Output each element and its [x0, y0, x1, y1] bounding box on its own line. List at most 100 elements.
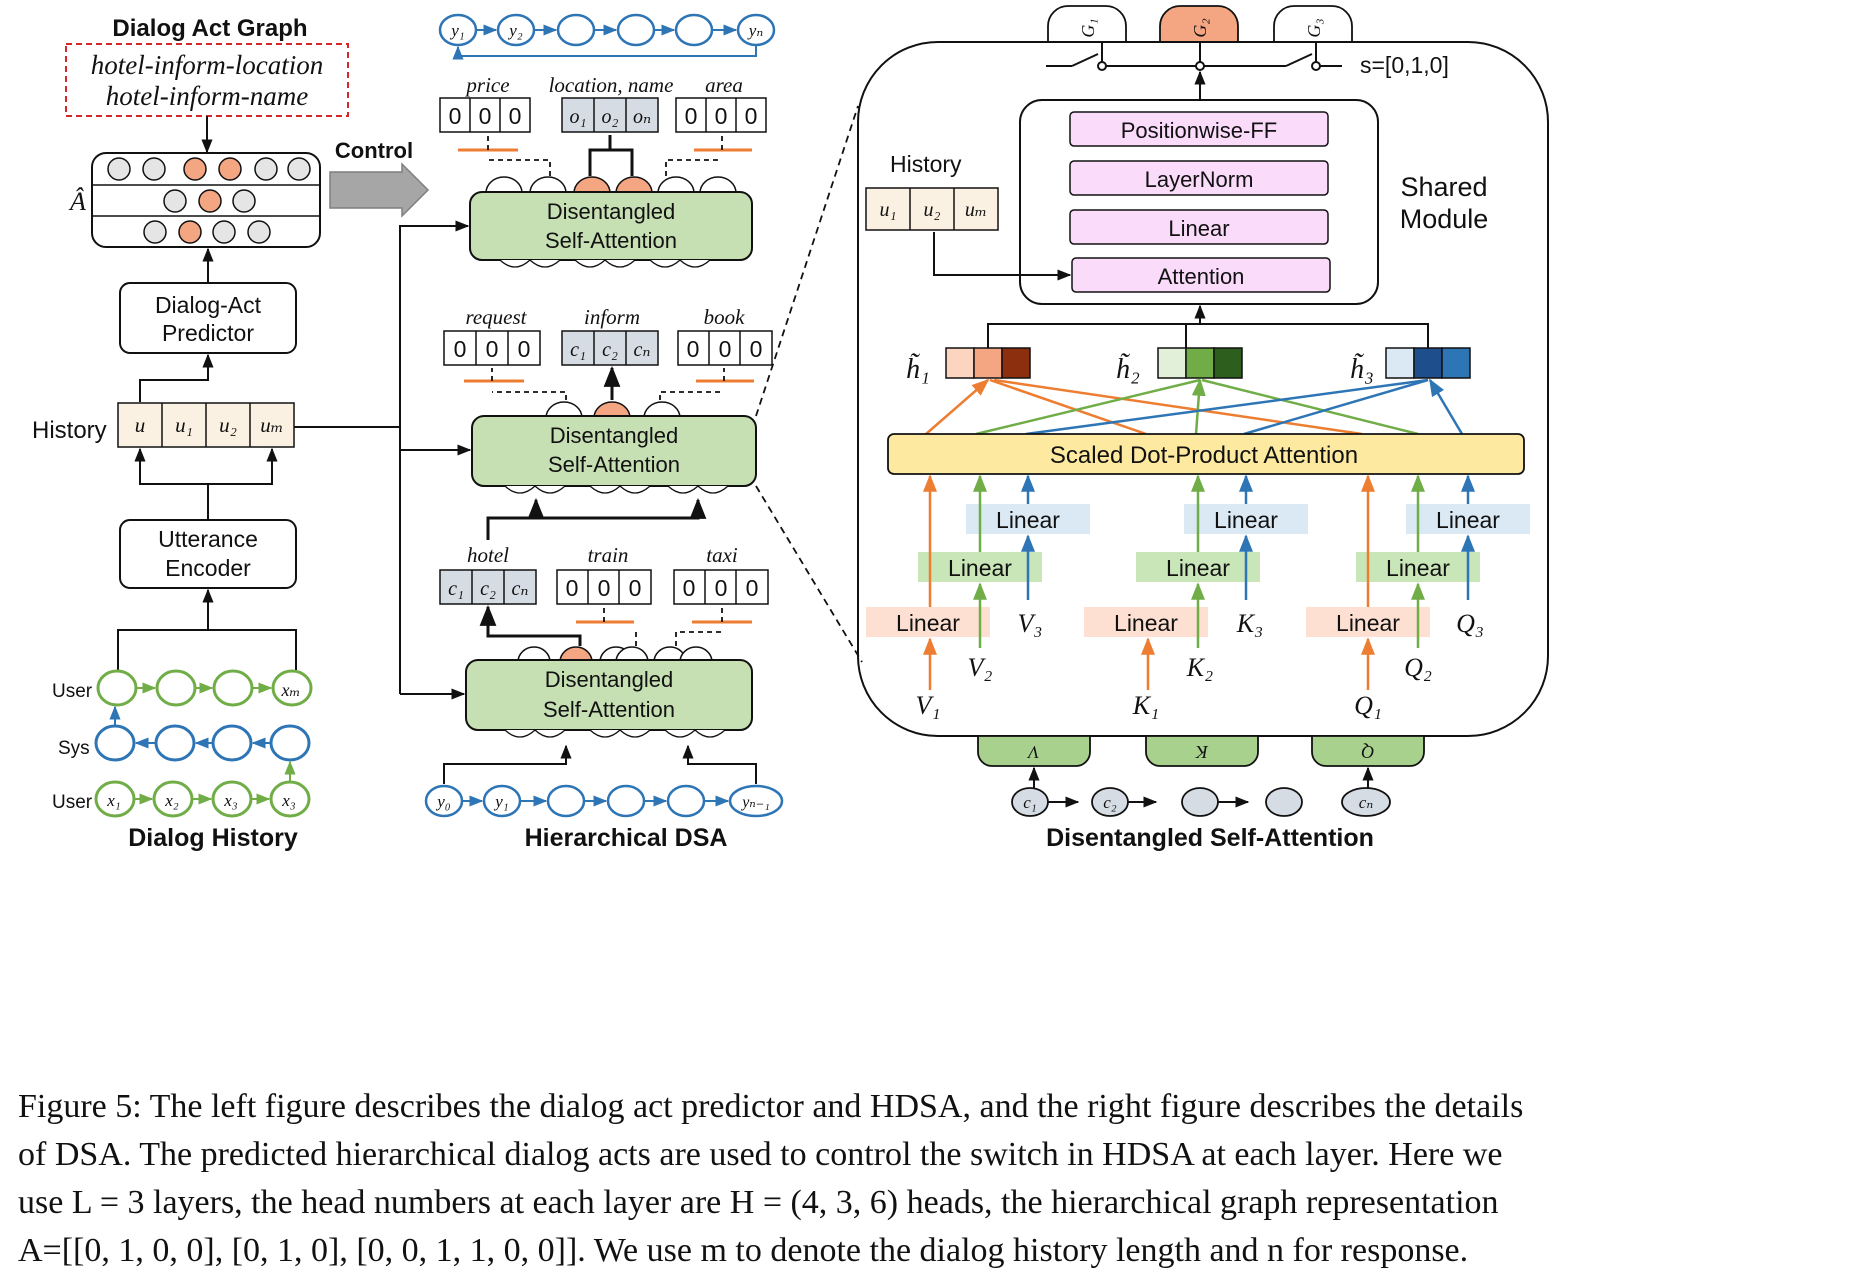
var-k3: K₃	[1236, 609, 1263, 638]
context-cn: cₙ	[1359, 793, 1374, 812]
l1-train-0: 0	[566, 575, 579, 601]
l1-train-2: 0	[629, 575, 642, 601]
l2-inf-1: c₂	[602, 339, 618, 361]
figure-diagram: Dialog Act Graph hotel-inform-location h…	[32, 5, 1549, 852]
a-hat-row-3	[143, 220, 271, 244]
linear-q3: Linear	[1436, 507, 1500, 533]
user-bottom-x1: x₁	[106, 791, 120, 810]
control-label: Control	[335, 138, 413, 163]
middle-panel: y₁ y₂ yₙ price location, name area 0 0 0…	[424, 13, 784, 852]
l2-cells	[443, 330, 773, 366]
h-tilde-1: h̃₁	[906, 353, 930, 385]
user-bottom-x2: x₂	[164, 791, 179, 810]
user-top-row	[96, 669, 313, 707]
dsa-layer-1-heads	[517, 646, 713, 663]
var-q1: Q₁	[1354, 691, 1382, 720]
a-hat-row-1	[107, 157, 311, 181]
l3-cells	[439, 97, 767, 133]
l3-area-2: 0	[745, 103, 758, 129]
l3-loc-1: o₂	[602, 106, 619, 128]
h-tilde-3: h̃₃	[1350, 353, 1374, 385]
linear-q2: Linear	[1386, 555, 1450, 581]
graph-act-1: hotel-inform-location	[91, 50, 323, 80]
row-label-sys: Sys	[58, 738, 90, 759]
gate-g3: G₃	[1304, 18, 1324, 37]
var-q2: Q₂	[1404, 653, 1432, 682]
head-mixing-lines	[925, 378, 1464, 436]
user-top-last: xₘ	[280, 680, 300, 700]
control-arrow	[329, 162, 430, 218]
linear-k2: Linear	[1166, 555, 1230, 581]
l1-taxi-2: 0	[746, 575, 759, 601]
l1-taxi-0: 0	[683, 575, 696, 601]
caption-line-2: of DSA. The predicted hierarchical dialo…	[18, 1136, 1503, 1173]
l1-hotel-2: cₙ	[512, 578, 529, 600]
var-v1: V₁	[916, 691, 941, 720]
layer-positionwise-ff: Positionwise-FF	[1121, 118, 1277, 143]
dialog-act-predictor-box	[119, 282, 297, 354]
linear-projections	[866, 504, 1530, 637]
l1-label-taxi: taxi	[706, 543, 738, 567]
predictor-label-2: Predictor	[162, 320, 254, 346]
dsa-3-label-2: Self-Attention	[545, 228, 677, 253]
shared-label-1: Shared	[1400, 172, 1487, 202]
utterance-encoder-box	[119, 519, 297, 589]
vkq-tabs	[977, 735, 1425, 767]
gate-g1: G₁	[1078, 18, 1098, 37]
l3-label-price: price	[464, 73, 509, 97]
scaled-dot-product-attention-box	[887, 433, 1525, 475]
row-label-user-top: User	[52, 681, 93, 702]
l2-book-0: 0	[687, 336, 700, 362]
l3-area-0: 0	[685, 103, 698, 129]
right-panel: G₁ G₂ G₃ s=[0,1,0] Shared Module	[857, 5, 1549, 852]
dialog-act-graph-title: Dialog Act Graph	[112, 15, 307, 42]
linear-k1: Linear	[1114, 610, 1178, 636]
var-k1: K₁	[1132, 691, 1159, 720]
l3-loc-0: o₁	[570, 106, 587, 128]
sdpa-label: Scaled Dot-Product Attention	[1050, 442, 1358, 469]
context-sequence	[1011, 787, 1391, 817]
row-label-user-bottom: User	[52, 792, 93, 813]
dsa-layer-3-heads	[485, 176, 737, 194]
context-c2: c₂	[1103, 793, 1117, 812]
history-cells: u u₁ u₂ uₘ	[117, 402, 295, 448]
top-seq-yn: yₙ	[747, 21, 764, 40]
dsa-2-label-1: Disentangled	[550, 423, 678, 448]
h-tilde-3-cells	[1385, 347, 1471, 379]
caption-line-3: use L = 3 layers, the head numbers at ea…	[18, 1184, 1499, 1221]
context-c1: c₁	[1023, 793, 1036, 812]
caption-line-1: Figure 5: The left figure describes the …	[18, 1088, 1524, 1125]
history-to-dsa-connectors	[294, 220, 472, 700]
gates	[1047, 5, 1353, 43]
layer-attention: Attention	[1158, 264, 1245, 289]
history-cell-um: uₘ	[260, 413, 283, 437]
predictor-label-1: Dialog-Act	[155, 292, 262, 318]
proj-v: V	[1027, 742, 1040, 762]
h-tilde-1-cells	[945, 347, 1031, 379]
layer-linear: Linear	[1168, 216, 1229, 241]
l3-loc-2: oₙ	[633, 106, 651, 128]
linear-v2: Linear	[948, 555, 1012, 581]
linear-v3: Linear	[996, 507, 1060, 533]
graph-act-2: hotel-inform-name	[106, 81, 308, 111]
l1-train-1: 0	[598, 575, 611, 601]
l2-inf-2: cₙ	[634, 339, 651, 361]
encoder-label-2: Encoder	[165, 555, 251, 581]
linear-v1: Linear	[896, 610, 960, 636]
a-hat-row-2	[163, 189, 256, 213]
history-label: History	[32, 417, 107, 444]
l2-req-1: 0	[486, 336, 499, 362]
caption-line-4: A=[[0, 1, 0, 0], [0, 1, 0], [0, 0, 1, 1,…	[18, 1232, 1469, 1269]
encoder-label-1: Utterance	[158, 526, 258, 552]
l2-label-book: book	[704, 305, 746, 329]
proj-k: K	[1195, 742, 1209, 762]
right-history-um: uₘ	[965, 199, 987, 221]
history-cell-u: u	[135, 413, 146, 437]
l2-inf-0: c₁	[570, 339, 586, 361]
user-bottom-x3: x₃	[223, 791, 238, 810]
right-history-u2: u₂	[924, 199, 941, 221]
var-q3: Q₃	[1456, 609, 1484, 638]
top-seq-y2: y₂	[507, 21, 523, 40]
var-k2: K₂	[1186, 653, 1213, 682]
bottom-seq-y1: y₁	[493, 792, 508, 811]
